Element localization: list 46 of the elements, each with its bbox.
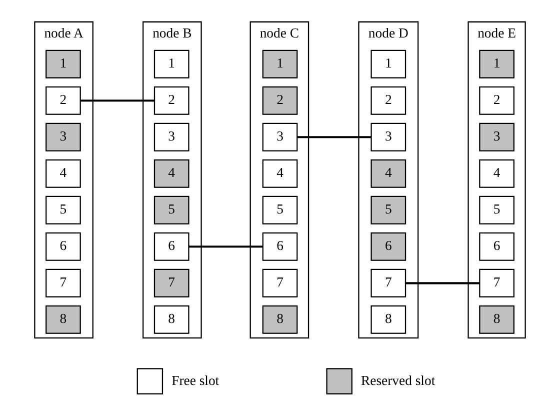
node-box: 4 [46,159,81,188]
node-box: 8 [370,305,406,334]
node-box: 7 [262,268,298,298]
node-box: 2 [262,86,298,115]
node-box: 5 [370,196,406,224]
node-box: 4 [262,159,298,188]
node-box: 6 [262,232,298,261]
node-box: 3 [154,122,190,152]
node-box: 5 [262,196,298,224]
node-box: 5 [154,196,190,224]
node-box: 7 [46,268,81,298]
node-box: 8 [154,305,190,334]
node-box: 7 [370,268,406,298]
node-box: 6 [154,232,190,261]
node-box: 7 [154,268,190,298]
connector [297,136,371,138]
connector [406,282,480,284]
connector [188,246,263,248]
node-box: 2 [46,86,81,115]
node-box: 2 [154,86,190,115]
node-box: 1 [262,50,298,78]
node-box: 3 [370,122,406,152]
legend-label: Free slot [172,372,220,388]
node-box: 1 [479,50,514,78]
node-box: 3 [479,122,514,152]
node-box: 5 [46,196,81,224]
node-box: 4 [154,159,190,188]
node-box: 5 [479,196,514,224]
node-box: 8 [479,305,514,334]
node-box: 7 [479,268,514,298]
node-box: 3 [262,122,298,152]
node-box: 8 [46,305,81,334]
node-box: 1 [370,50,406,78]
node-box: 4 [370,159,406,188]
node-box: 1 [46,50,81,78]
node-box: 6 [370,232,406,261]
node-box: 6 [479,232,514,261]
node-box: 1 [154,50,190,78]
node-box: 8 [262,305,298,334]
node-box: 4 [479,159,514,188]
node-box: 3 [46,122,81,152]
node-box: 2 [479,86,514,115]
node-box: 2 [370,86,406,115]
node-box: 6 [46,232,81,261]
connector [80,100,154,102]
legend-label: Reserved slot [361,372,436,388]
